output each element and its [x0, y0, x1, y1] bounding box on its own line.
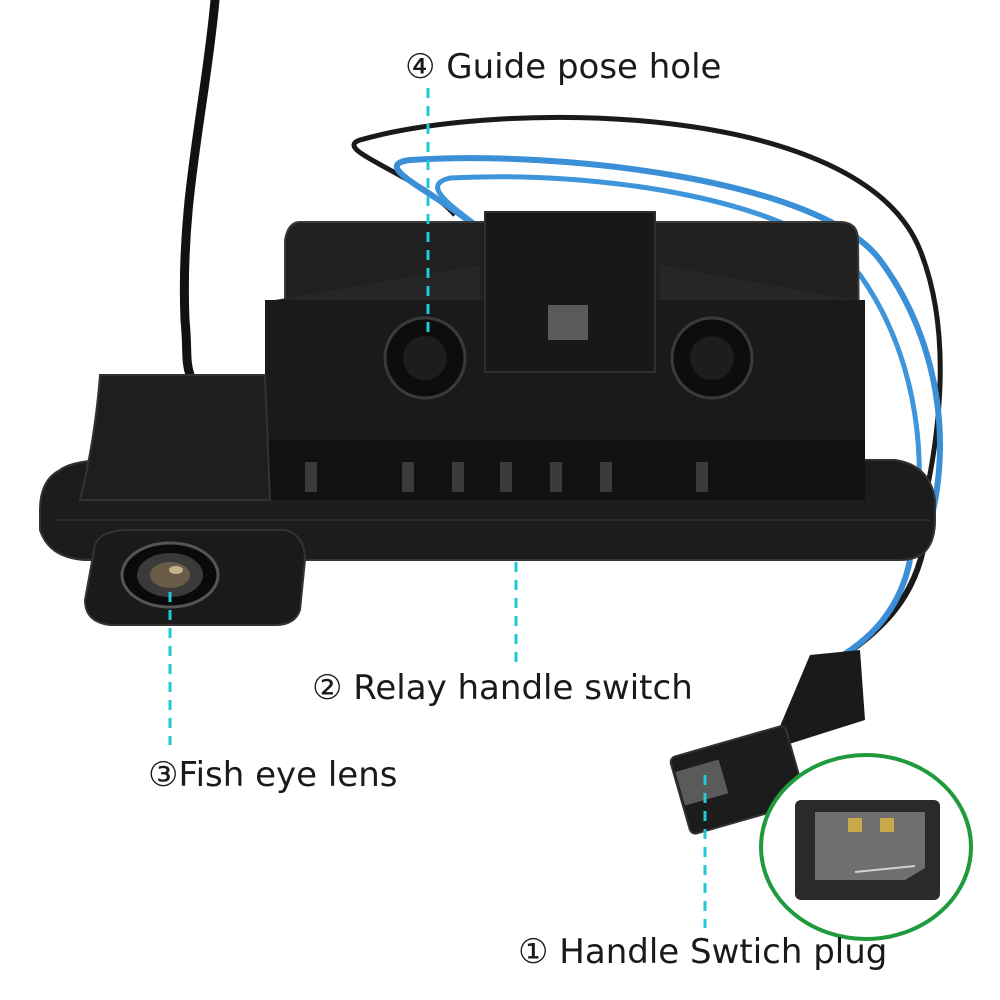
housing-ridge-r — [660, 265, 855, 300]
label-handle-switch-plug: ① Handle Swtich plug — [518, 932, 888, 972]
black-wire — [351, 114, 943, 521]
light-slots — [305, 462, 708, 492]
blue-wire-2 — [435, 174, 922, 561]
label-fish-eye-lens: ③Fish eye lens — [148, 755, 398, 795]
plug-wire-blue — [833, 559, 913, 663]
blue-wire — [393, 155, 943, 541]
main-cable — [179, 0, 220, 380]
connector-block — [484, 211, 656, 373]
label-relay-handle-switch: ② Relay handle switch — [312, 668, 693, 708]
housing-bottom-strip — [265, 440, 865, 500]
plug-closeup-inset — [759, 753, 973, 941]
fish-eye-lens — [120, 541, 220, 609]
connector-slot — [548, 305, 588, 340]
guide-hole-right — [670, 316, 754, 400]
leader-lines — [168, 88, 707, 928]
handle-switch-plug — [669, 650, 865, 835]
label-guide-pose-hole: ④ Guide pose hole — [405, 47, 722, 87]
camera-block — [78, 374, 272, 501]
guide-hole-left — [383, 316, 467, 400]
